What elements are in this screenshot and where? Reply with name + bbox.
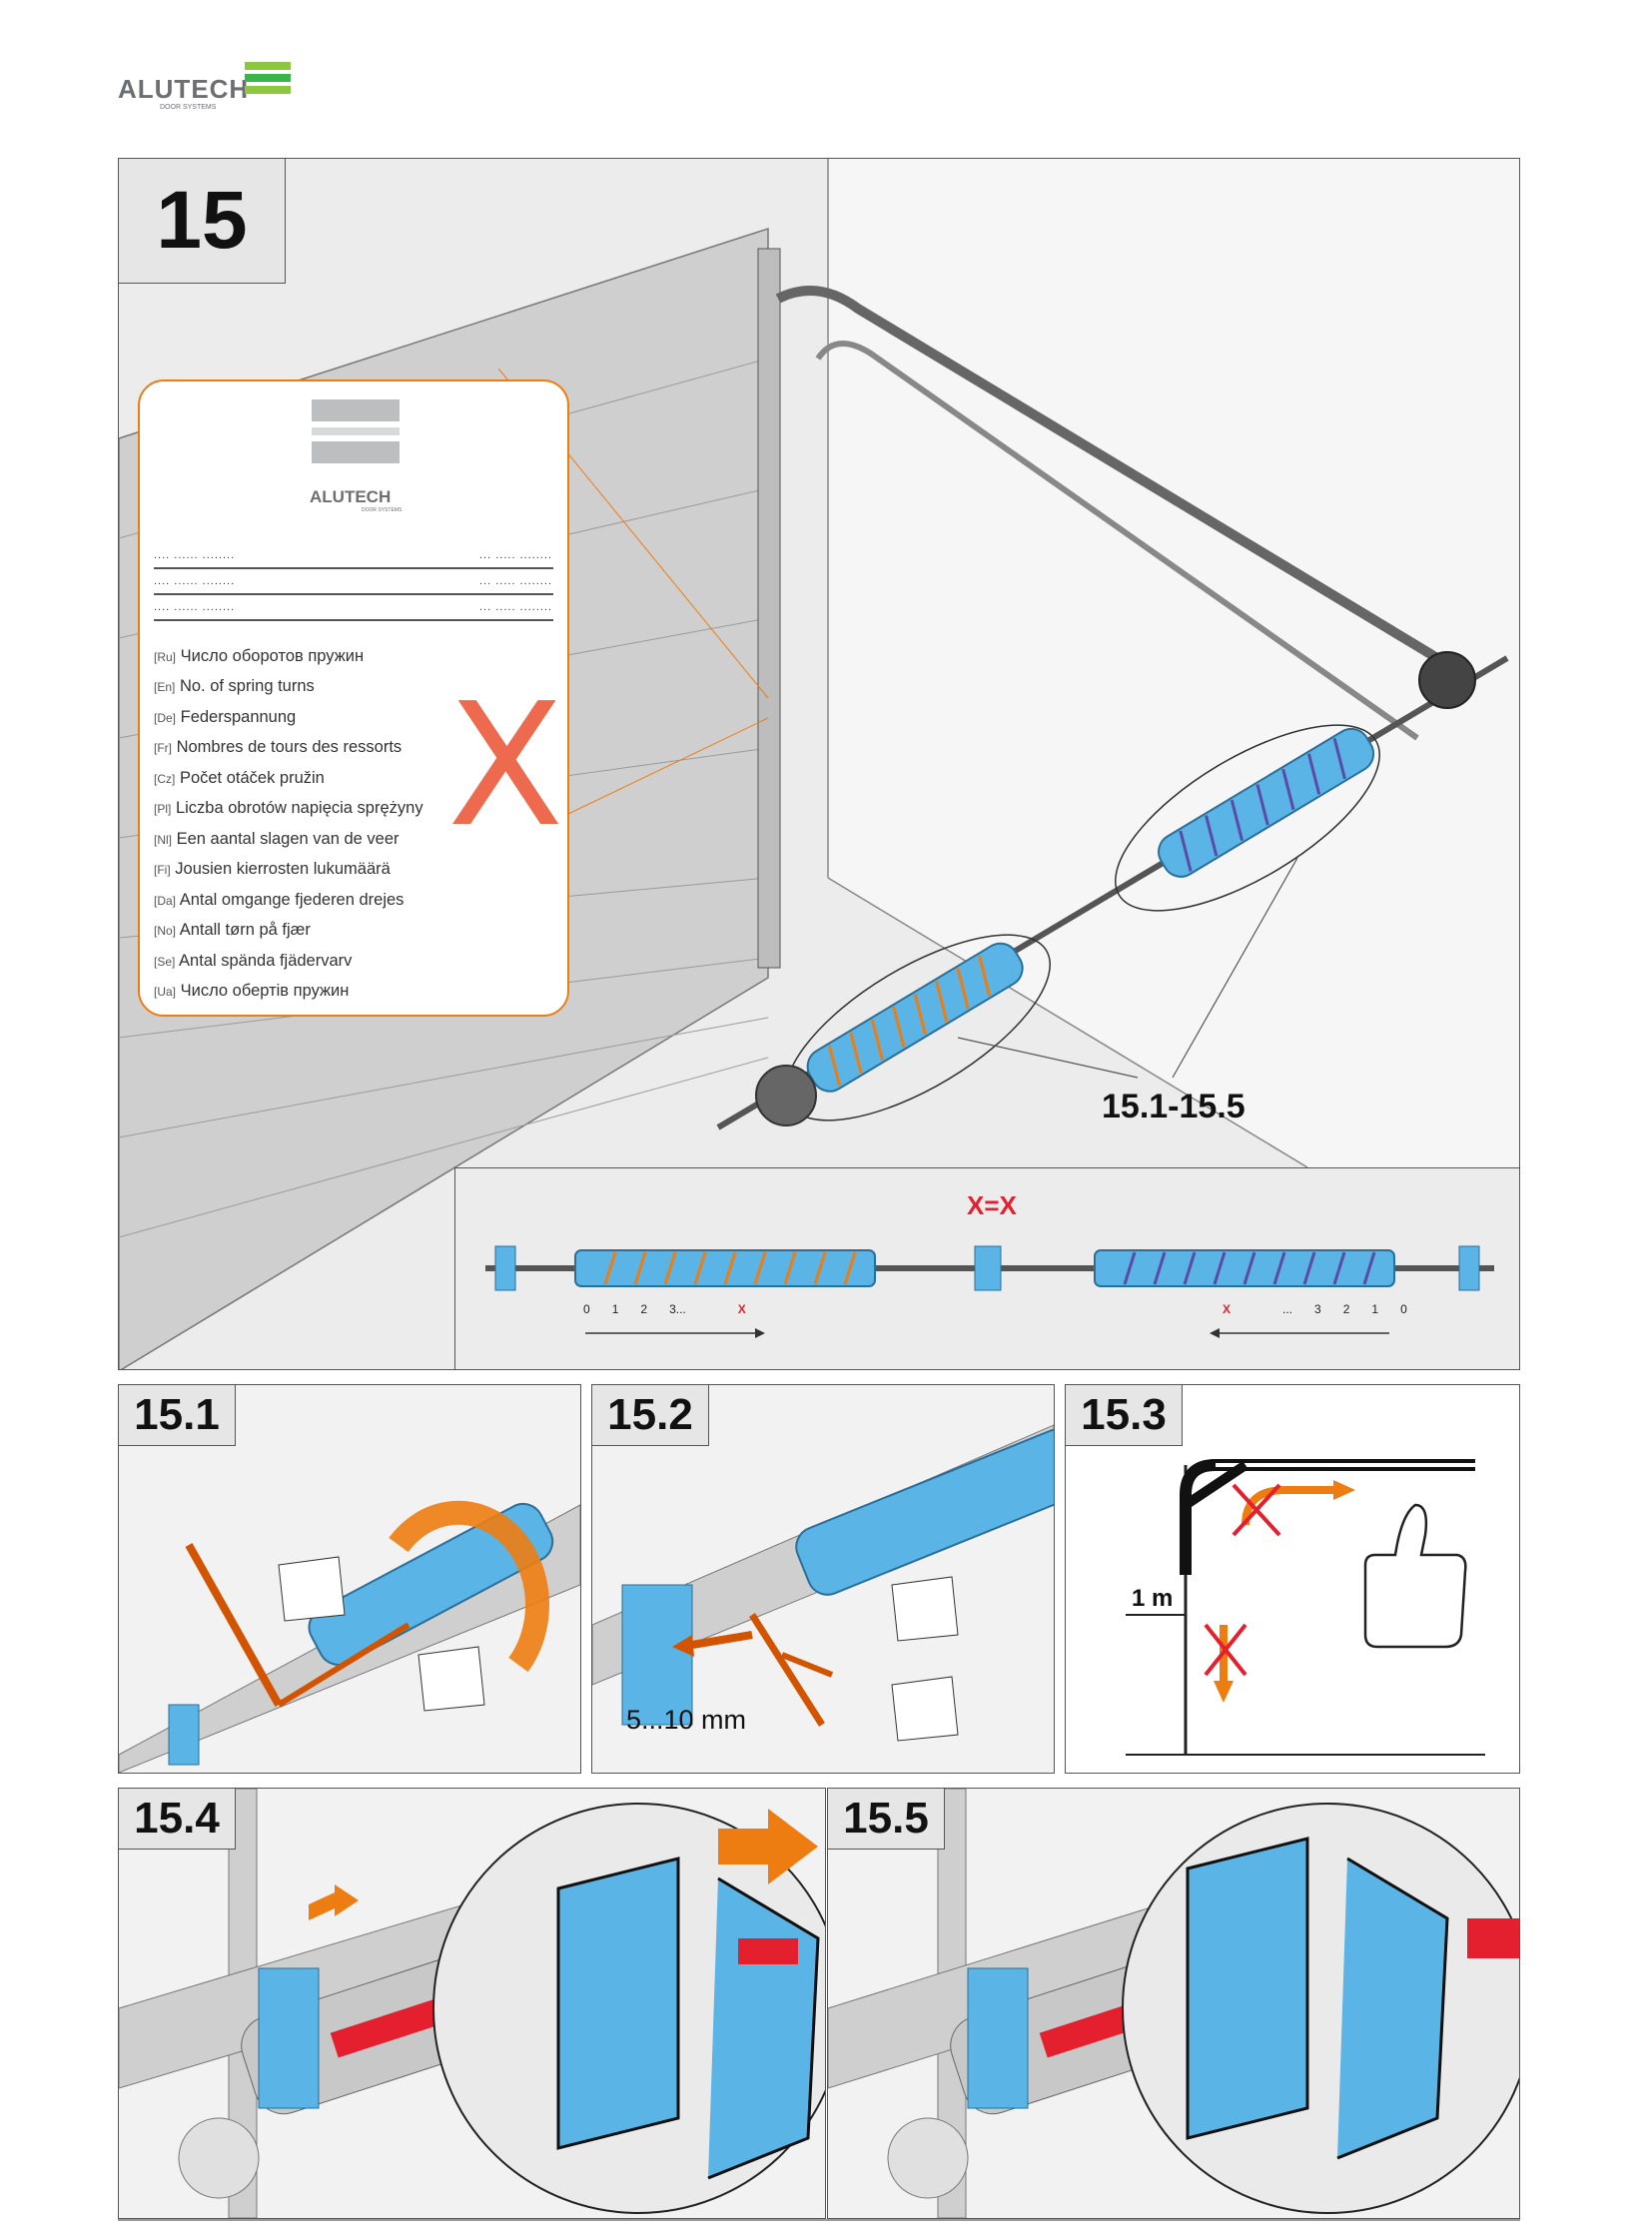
language-line: [De] Federspannung bbox=[154, 708, 297, 726]
substep-15-2-illustration bbox=[592, 1385, 1054, 1773]
right-scale-tick: ... bbox=[1282, 1302, 1293, 1316]
language-line: [Pl] Liczba obrotów napięcia sprężyny bbox=[154, 799, 423, 817]
turns-mark: X bbox=[447, 667, 564, 865]
left-scale-tick: 2 bbox=[640, 1302, 648, 1316]
card-brand-sub: DOOR SYSTEMS bbox=[362, 507, 403, 513]
right-scale-x: X bbox=[1223, 1302, 1232, 1316]
language-line: [No] Antall tørn på fjær bbox=[154, 921, 311, 939]
substep-15-1-illustration bbox=[119, 1385, 580, 1773]
substep-badge: 15.2 bbox=[592, 1385, 709, 1446]
card-brand: ALUTECH bbox=[310, 487, 392, 506]
substep-15-2-panel: 15.2 5...10 mm bbox=[591, 1384, 1055, 1774]
left-scale-tick: 3... bbox=[669, 1302, 686, 1316]
height-label: 1 m bbox=[1132, 1585, 1174, 1612]
language-line: [En] No. of spring turns bbox=[154, 677, 315, 695]
right-scale: X ... 3 2 1 0 bbox=[1223, 1302, 1407, 1316]
substep-badge: 15.4 bbox=[119, 1789, 236, 1850]
placeholder-left: .... ...... ........ bbox=[154, 601, 236, 613]
left-scale-tick: 1 bbox=[611, 1302, 619, 1316]
left-scale-tick: 0 bbox=[583, 1302, 590, 1316]
language-line: [Cz] Počet otáček pružin bbox=[154, 769, 325, 787]
main-step-badge: 15 bbox=[119, 159, 286, 284]
balance-equation: X=X bbox=[967, 1190, 1017, 1220]
placeholder-left: .... ...... ........ bbox=[154, 575, 236, 587]
substep-15-5-illustration bbox=[828, 1789, 1519, 2218]
gap-measure: 5...10 mm bbox=[626, 1705, 747, 1735]
card-rule bbox=[154, 593, 553, 595]
substep-badge: 15.1 bbox=[119, 1385, 236, 1446]
placeholder-right: ... ..... ........ bbox=[479, 601, 553, 613]
placeholder-right: ... ..... ........ bbox=[479, 575, 553, 587]
language-line: [Ua] Число обертів пружин bbox=[154, 982, 350, 1000]
substep-15-1-panel: 15.1 bbox=[118, 1384, 581, 1774]
left-scale-x: X bbox=[737, 1302, 746, 1316]
right-scale-tick: 2 bbox=[1342, 1302, 1350, 1316]
substep-15-4-panel: 15.4 bbox=[118, 1788, 826, 2219]
substep-15-3-illustration bbox=[1066, 1385, 1519, 1773]
page-bottom-rule bbox=[118, 2219, 1520, 2221]
right-scale-tick: 0 bbox=[1400, 1302, 1407, 1316]
language-line: [Fi] Jousien kierrosten lukumäärä bbox=[154, 860, 391, 878]
card-rule bbox=[154, 619, 553, 621]
language-line: [Se] Antal spända fjädervarv bbox=[154, 952, 353, 970]
brand-logo-text: ALUTECH bbox=[118, 74, 250, 104]
substeps-callout: 15.1-15.5 bbox=[1102, 1088, 1245, 1125]
language-line: [Nl] Een aantal slagen van de veer bbox=[154, 830, 400, 848]
substep-15-5-panel: 15.5 bbox=[827, 1788, 1520, 2219]
left-scale: 0 1 2 3... X bbox=[583, 1302, 746, 1316]
substep-15-3-panel: 15.3 1 m bbox=[1065, 1384, 1520, 1774]
language-line: [Da] Antal omgange fjederen drejes bbox=[154, 891, 405, 909]
spring-turns-label-card: ALUTECH DOOR SYSTEMS .... ...... .......… bbox=[138, 379, 569, 1017]
substep-15-4-illustration bbox=[119, 1789, 825, 2218]
brand-logo-icon bbox=[245, 62, 291, 108]
substep-badge: 15.3 bbox=[1066, 1385, 1183, 1446]
brand-logo-subtitle: DOOR SYSTEMS bbox=[160, 104, 217, 111]
substep-badge: 15.5 bbox=[828, 1789, 945, 1850]
placeholder-left: .... ...... ........ bbox=[154, 549, 236, 561]
placeholder-right: ... ..... ........ bbox=[479, 549, 553, 561]
right-scale-tick: 3 bbox=[1314, 1302, 1321, 1316]
language-line: [Fr] Nombres de tours des ressorts bbox=[154, 738, 403, 756]
shaft-diagram-drawing bbox=[485, 1245, 1494, 1338]
language-line: [Ru] Число оборотов пружин bbox=[154, 647, 365, 665]
shaft-balance-diagram: X=X bbox=[454, 1167, 1519, 1369]
card-rule bbox=[154, 567, 553, 569]
right-scale-tick: 1 bbox=[1371, 1302, 1379, 1316]
card-logo-icon bbox=[312, 399, 400, 477]
